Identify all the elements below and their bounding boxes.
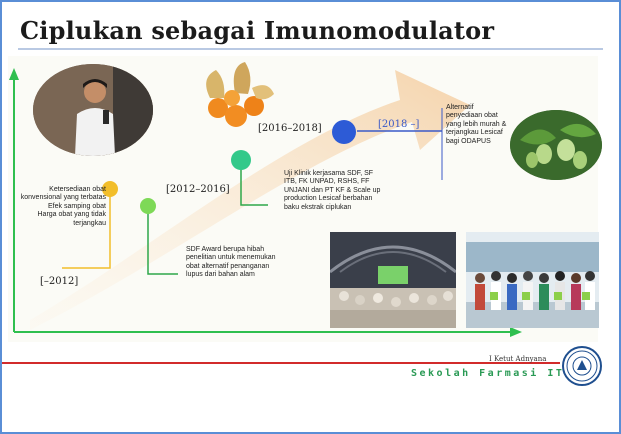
ciplukan-plant-photo — [510, 110, 602, 180]
footer-institution: Sekolah Farmasi ITB — [411, 368, 573, 379]
milestone-dot-2 — [140, 198, 156, 214]
milestone-2-text: SDF Award berupa hibah penelitian untuk … — [186, 246, 276, 279]
page-title: Ciplukan sebagai Imunomodulator — [20, 16, 495, 45]
x-axis-arrowhead — [510, 327, 522, 337]
milestone-3-text: Uji Klinik kerjasama SDF, SF ITB, FK UNP… — [284, 170, 381, 211]
connector-2 — [147, 206, 178, 275]
milestone-1-text: Ketersediaan obat konvensional yang terb… — [20, 186, 106, 227]
group-photo — [466, 232, 599, 328]
connector-1 — [62, 189, 111, 269]
title-rule — [18, 48, 603, 50]
itb-seal-icon — [562, 346, 602, 386]
milestone-2-year: [2012–2016] — [166, 184, 230, 195]
milestone-4-year: [2018 –] — [378, 119, 420, 130]
milestone-dot-4 — [332, 120, 356, 144]
presenter-photo — [33, 64, 153, 156]
milestone-4-text: Alternatif penyediaan obat yang lebih mu… — [446, 104, 507, 145]
ciplukan-fruit-photo — [190, 58, 280, 133]
auditorium-photo — [330, 232, 456, 328]
milestone-3-year: [2016–2018] — [258, 123, 322, 134]
footer-author: I Ketut Adnyana — [489, 355, 547, 363]
milestone-dot-1 — [102, 181, 118, 197]
footer-divider — [0, 362, 560, 364]
connector-3 — [240, 162, 268, 206]
growth-arrow — [30, 70, 470, 330]
milestone-dot-3 — [231, 150, 251, 170]
milestone-1-year: [–2012] — [40, 276, 79, 287]
y-axis-arrowhead — [9, 68, 19, 80]
